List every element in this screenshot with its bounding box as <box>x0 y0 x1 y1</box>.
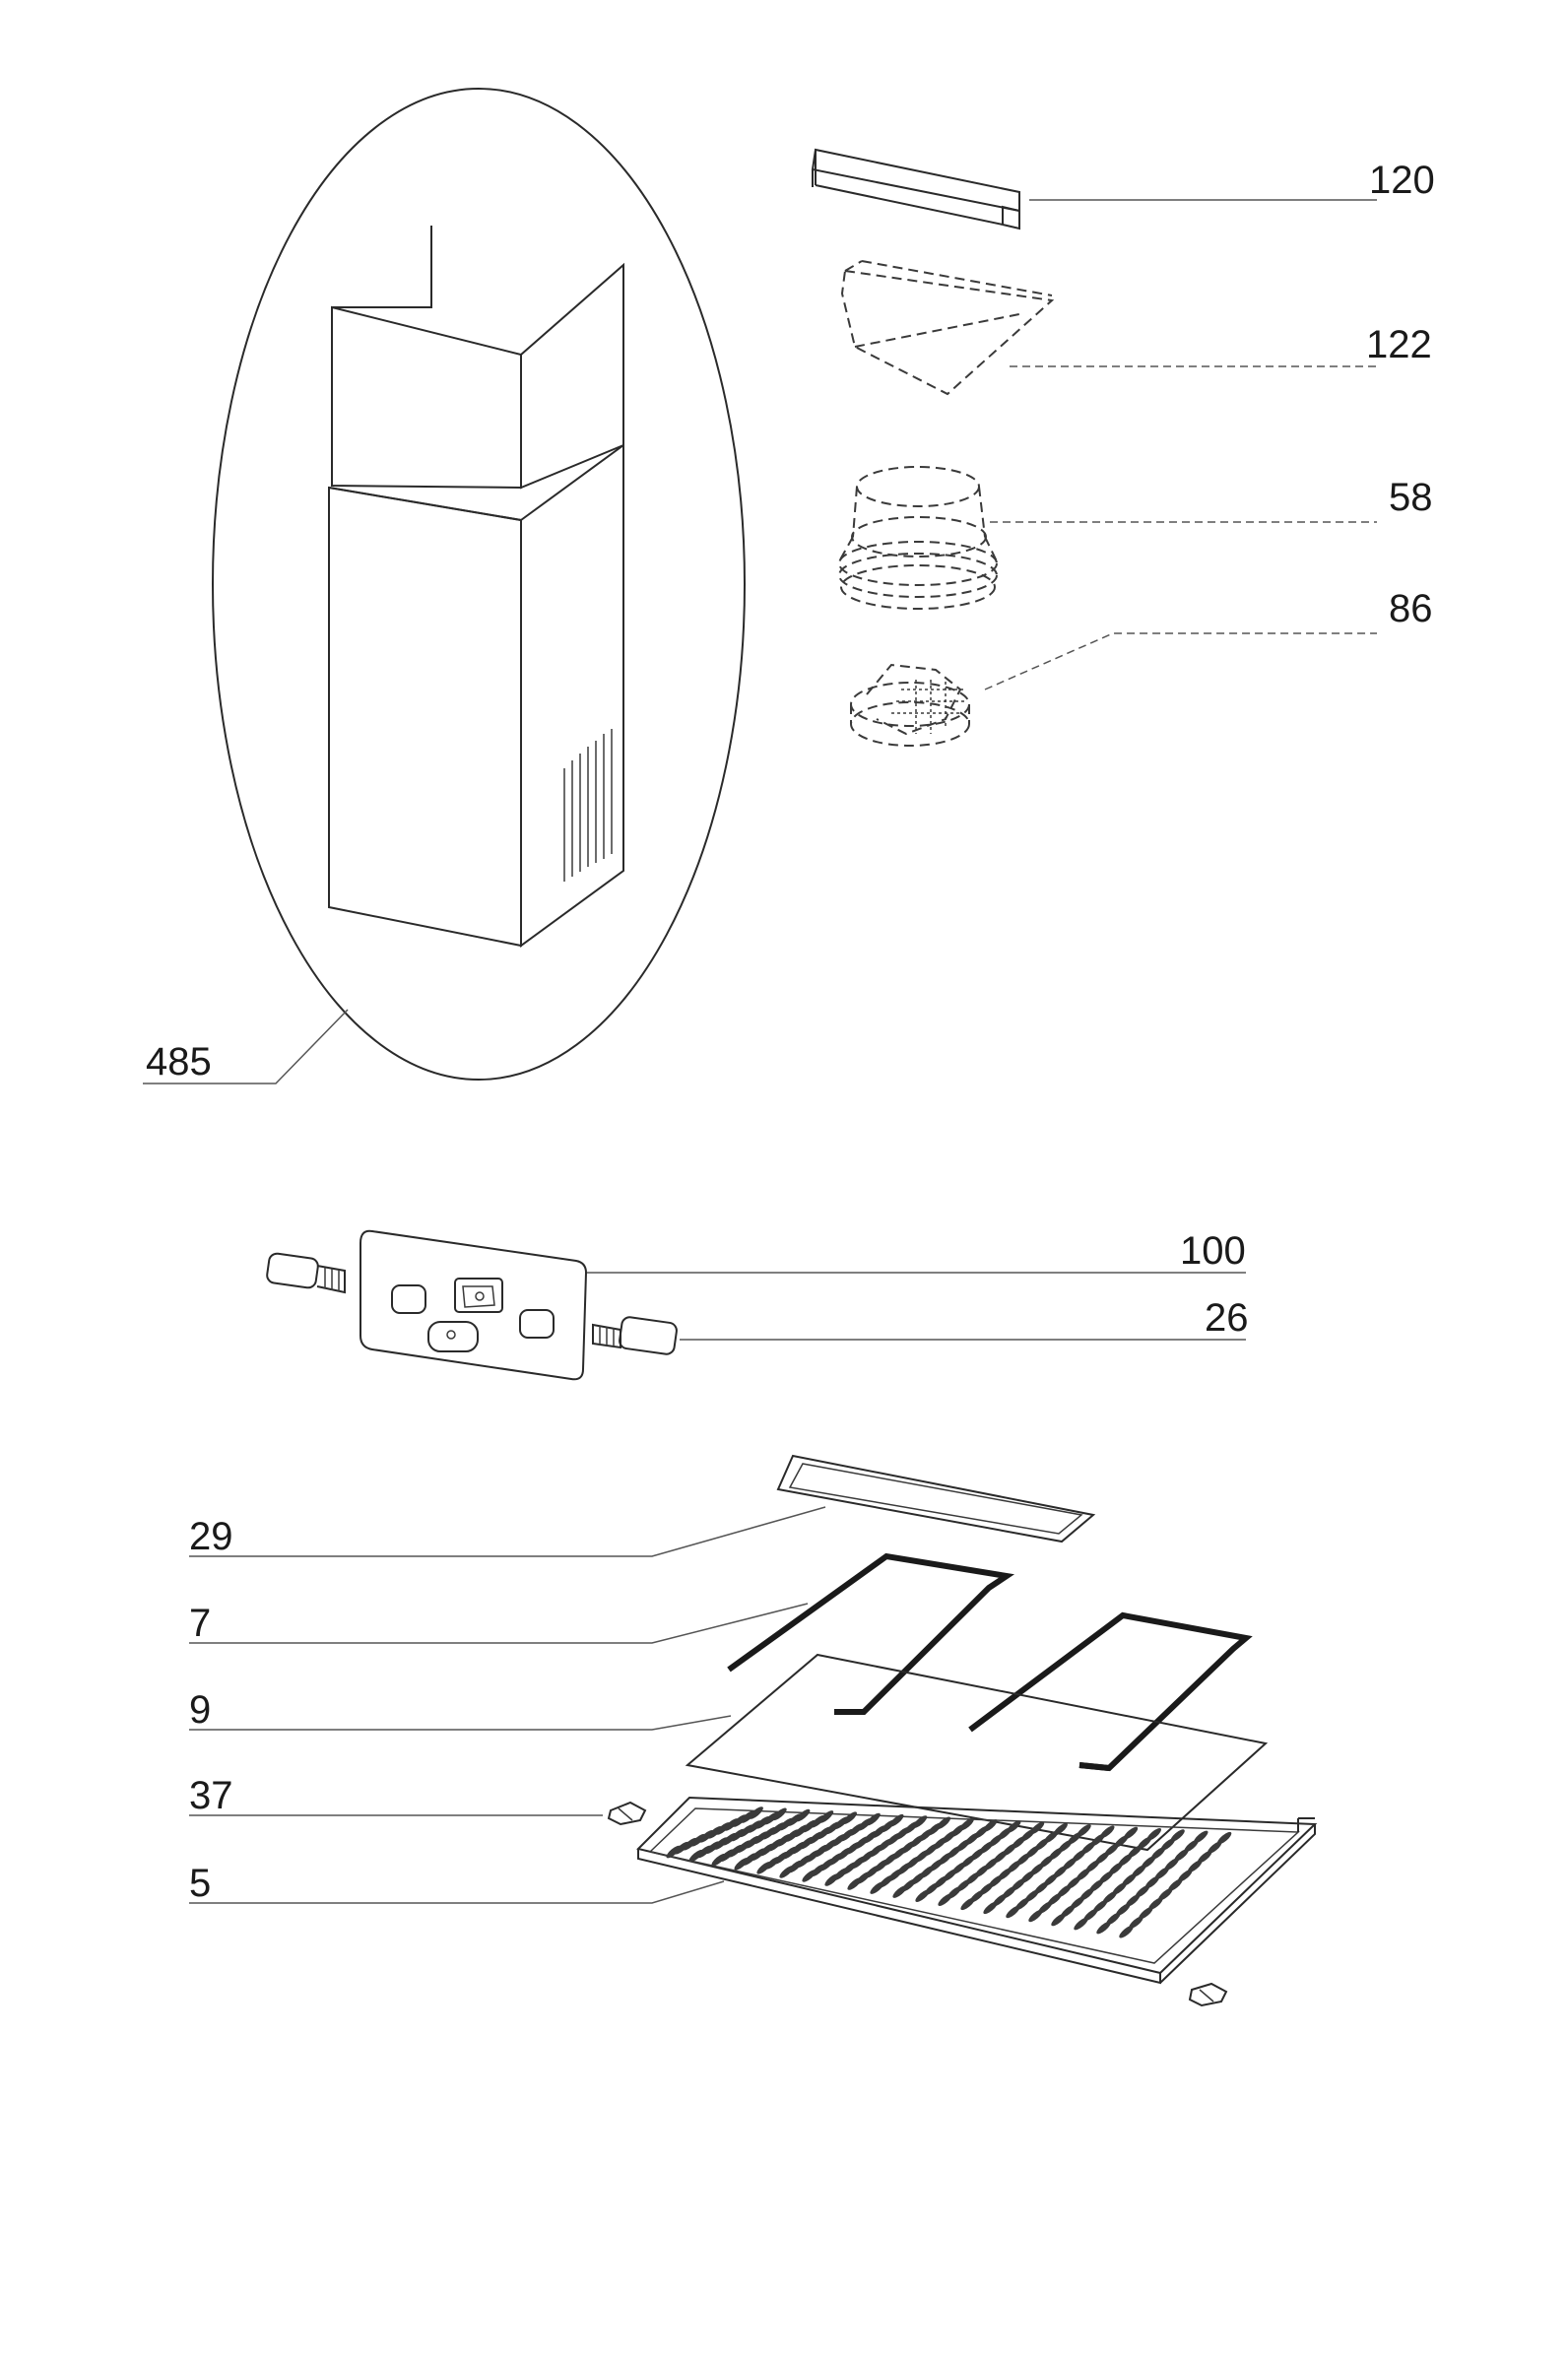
clips-37 <box>189 1801 1228 2007</box>
frame-slot <box>824 1873 839 1886</box>
label-26: 26 <box>1205 1296 1249 1340</box>
frame-slot <box>779 1866 794 1878</box>
label-120: 120 <box>1369 159 1435 202</box>
charcoal-mesh <box>891 680 967 734</box>
frame-slot <box>734 1858 749 1871</box>
frame-slot <box>1148 1897 1163 1910</box>
frame-slot <box>756 1862 771 1874</box>
frame-slot <box>1139 1906 1153 1920</box>
clip-left <box>607 1801 647 1826</box>
leader-485 <box>143 1009 349 1084</box>
leader-7 <box>189 1603 809 1644</box>
lower-chimney-section <box>328 443 624 948</box>
clip-right <box>1188 1982 1228 2007</box>
frame-slot <box>1119 1925 1134 1938</box>
frame-slot <box>915 1889 930 1902</box>
chimney-outline-ellipse <box>212 88 746 1081</box>
frame-slot <box>1168 1878 1183 1891</box>
frame-slot <box>1198 1850 1212 1864</box>
leader-86 <box>984 632 1377 690</box>
frame-slot <box>1188 1860 1203 1872</box>
frame-slot <box>892 1885 907 1898</box>
frame-slot <box>688 1849 703 1863</box>
charcoal-filter-86 <box>850 632 1377 747</box>
knob-left <box>266 1252 346 1294</box>
label-7: 7 <box>189 1602 212 1645</box>
deflector-122 <box>840 260 1377 396</box>
frame-slot <box>938 1893 952 1906</box>
upper-chimney-section <box>331 226 624 490</box>
label-58: 58 <box>1389 476 1433 519</box>
label-86: 86 <box>1389 587 1433 630</box>
label-29: 29 <box>189 1515 233 1558</box>
frame-slot <box>666 1845 681 1859</box>
switch-3 <box>519 1309 555 1339</box>
leader-9 <box>189 1715 732 1731</box>
filter-frame-5 <box>189 1796 1318 1985</box>
label-9: 9 <box>189 1688 212 1732</box>
frame-slot <box>847 1877 862 1890</box>
frame-slot <box>1051 1913 1066 1927</box>
label-485: 485 <box>146 1040 212 1084</box>
wire-springs-7 <box>189 1552 1253 1772</box>
leader-5 <box>189 1880 725 1904</box>
chimney-group <box>143 88 746 1084</box>
switch-1 <box>391 1284 426 1314</box>
frame-slot <box>983 1901 998 1915</box>
leader-29 <box>189 1506 826 1557</box>
frame-slot <box>1006 1905 1020 1919</box>
bracket-120 <box>811 148 1377 230</box>
frame-slot <box>1129 1916 1143 1929</box>
lamp-cover-29 <box>189 1454 1096 1557</box>
label-122: 122 <box>1366 323 1432 366</box>
frame-slot <box>1028 1909 1043 1923</box>
grease-filter-9 <box>189 1653 1269 1852</box>
frame-slot <box>870 1881 884 1894</box>
control-panel-100 <box>266 1229 1246 1381</box>
frame-slot <box>1074 1917 1088 1931</box>
frame-slot <box>711 1853 726 1867</box>
switch-2 <box>454 1278 503 1313</box>
label-5: 5 <box>189 1862 212 1905</box>
knob-right-26 <box>592 1316 678 1355</box>
frame-slot <box>960 1897 975 1911</box>
switch-4 <box>427 1321 479 1352</box>
frame-slot <box>1216 1831 1232 1845</box>
vent-slots <box>563 729 613 882</box>
label-37: 37 <box>189 1774 233 1817</box>
frame-slot <box>1096 1921 1111 1935</box>
frame-slots <box>666 1806 1232 1938</box>
frame-slot <box>1208 1841 1222 1854</box>
frame-slot <box>1158 1887 1173 1901</box>
duct-adapter-58 <box>838 466 1377 610</box>
label-100: 100 <box>1180 1229 1246 1273</box>
frame-slot <box>1178 1869 1193 1882</box>
frame-slot <box>802 1870 817 1882</box>
